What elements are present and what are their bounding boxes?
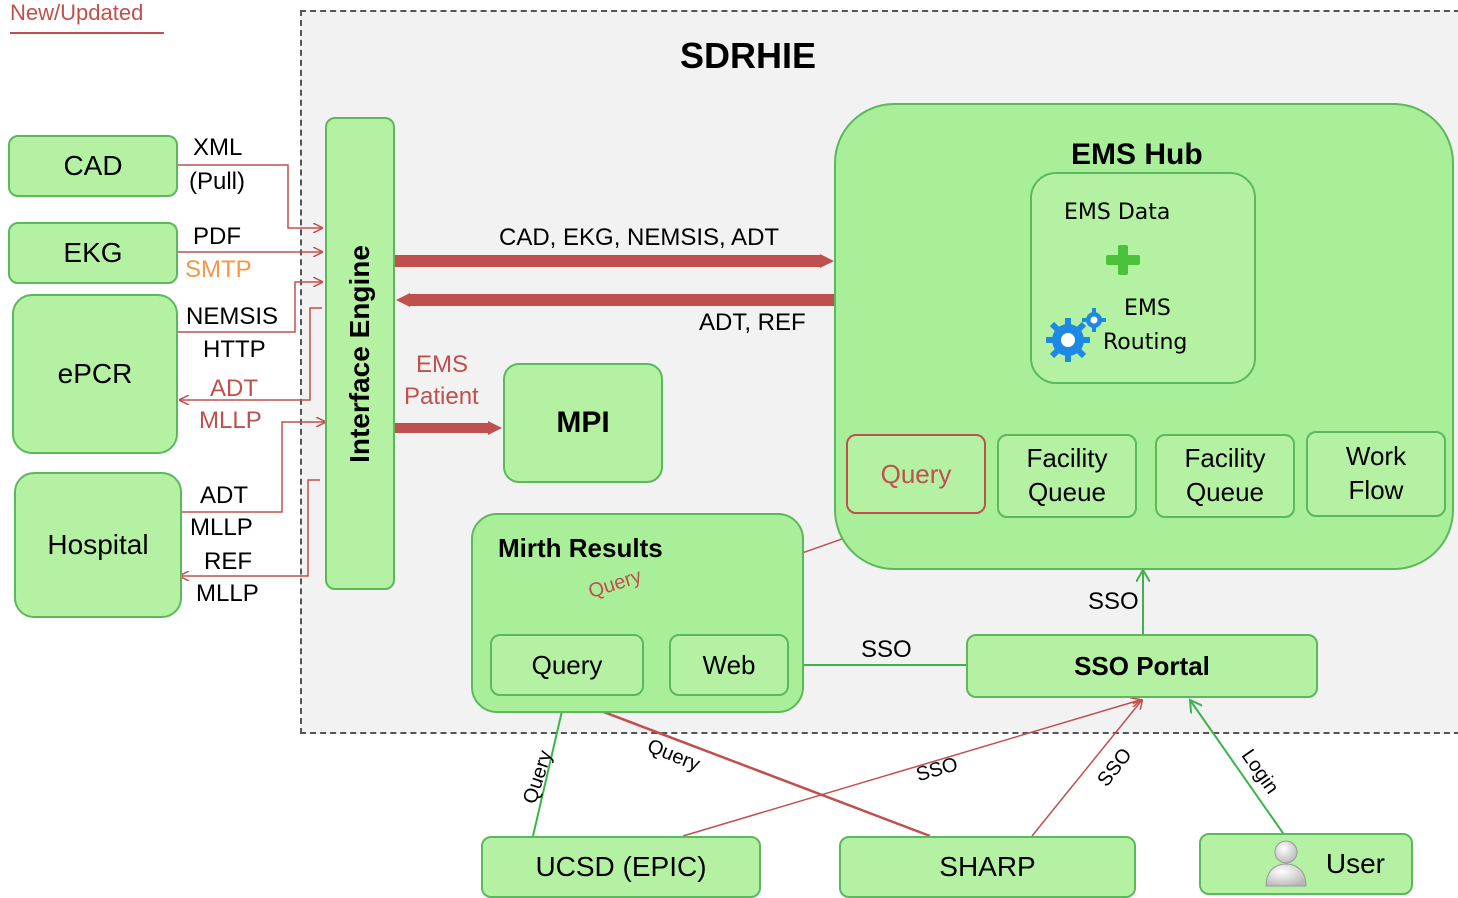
ems-patient-label-1: EMS bbox=[416, 351, 469, 378]
facility-queue-2-box[interactable]: Facility Queue bbox=[1155, 434, 1295, 518]
ems-routing-label-2: Routing bbox=[1103, 330, 1188, 355]
interface-engine-label: Interface Engine bbox=[344, 244, 375, 463]
portal-to-web-sso-label: SSO bbox=[861, 636, 912, 663]
epcr-label: ePCR bbox=[57, 358, 133, 389]
cad-box[interactable]: CAD bbox=[8, 135, 178, 197]
sharp-box[interactable]: SHARP bbox=[839, 836, 1136, 898]
xml-label: XML bbox=[193, 134, 243, 161]
work-flow-line-2: Flow bbox=[1348, 475, 1404, 505]
sso-portal-box[interactable]: SSO Portal bbox=[966, 634, 1318, 698]
hospital-box[interactable]: Hospital bbox=[14, 472, 182, 618]
ekg-box[interactable]: EKG bbox=[8, 222, 178, 284]
facility-queue-1-box[interactable]: Facility Queue bbox=[997, 434, 1137, 518]
ucsd-box[interactable]: UCSD (EPIC) bbox=[481, 836, 761, 898]
from-hub-label: ADT, REF bbox=[699, 309, 806, 336]
ref-hospital-label: REF bbox=[204, 548, 252, 575]
portal-to-hub-sso-label: SSO bbox=[1088, 588, 1139, 615]
ems-patient-label-2: Patient bbox=[404, 383, 479, 410]
mirth-query-label: Query bbox=[531, 649, 603, 680]
cad-label: CAD bbox=[63, 150, 123, 181]
adt-epcr-label: ADT bbox=[210, 375, 258, 402]
hub-query-box[interactable]: Query bbox=[846, 434, 986, 514]
ie-to-epcr-connector bbox=[180, 307, 322, 400]
plus-icon bbox=[1106, 245, 1140, 275]
mpi-label: MPI bbox=[556, 406, 610, 439]
ems-hub-title: EMS Hub bbox=[1071, 138, 1203, 171]
smtp-label: SMTP bbox=[185, 256, 252, 283]
mllp-epcr-label: MLLP bbox=[199, 407, 262, 434]
facility-queue-1-line-2: Queue bbox=[1027, 477, 1107, 507]
ekg-label: EKG bbox=[63, 237, 123, 268]
pdf-label: PDF bbox=[193, 223, 241, 250]
facility-queue-2-line-2: Queue bbox=[1185, 477, 1265, 507]
mllp-hospital-label-1: MLLP bbox=[190, 514, 253, 541]
to-hub-label: CAD, EKG, NEMSIS, ADT bbox=[499, 224, 780, 251]
user-box[interactable]: User bbox=[1199, 833, 1413, 895]
epcr-connector bbox=[178, 282, 322, 333]
hospital-connector bbox=[182, 422, 325, 513]
sharp-query-line bbox=[567, 698, 931, 838]
facility-queue-2-line-1: Facility bbox=[1184, 443, 1266, 474]
legend-line bbox=[10, 32, 164, 34]
cad-connector bbox=[178, 164, 322, 228]
hospital-label: Hospital bbox=[47, 529, 149, 560]
hub-query-label: Query bbox=[880, 458, 952, 489]
mirth-web-label: Web bbox=[702, 649, 756, 680]
ie-to-hospital-connector bbox=[180, 479, 320, 576]
mirth-query-box[interactable]: Query bbox=[490, 634, 644, 696]
mirth-results-title: Mirth Results bbox=[498, 533, 663, 563]
sso-portal-label: SSO Portal bbox=[1074, 650, 1210, 681]
sdrhie-title: SDRHIE bbox=[680, 35, 817, 76]
mpi-box[interactable]: MPI bbox=[503, 363, 663, 483]
mllp-hospital-label-2: MLLP bbox=[196, 580, 259, 607]
epcr-box[interactable]: ePCR bbox=[12, 294, 178, 454]
sharp-label: SHARP bbox=[939, 851, 1036, 882]
legend-label: New/Updated bbox=[10, 0, 144, 25]
interface-engine-box[interactable]: Interface Engine bbox=[325, 117, 395, 590]
pull-label: (Pull) bbox=[189, 168, 246, 195]
sharp-sso-line bbox=[1031, 700, 1142, 837]
ucsd-sso-line bbox=[682, 700, 1140, 837]
nemsis-label: NEMSIS bbox=[186, 303, 279, 330]
user-label: User bbox=[1325, 848, 1385, 879]
mirth-web-box[interactable]: Web bbox=[669, 634, 789, 696]
http-label: HTTP bbox=[203, 336, 266, 363]
work-flow-line-1: Work bbox=[1345, 441, 1407, 472]
ucsd-label: UCSD (EPIC) bbox=[535, 851, 707, 882]
user-icon bbox=[1265, 840, 1307, 887]
ems-data-label: EMS Data bbox=[1064, 200, 1171, 225]
ucsd-query-line bbox=[532, 698, 565, 837]
user-login-line bbox=[1190, 700, 1286, 837]
work-flow-box[interactable]: Work Flow bbox=[1306, 431, 1446, 517]
gears-icon bbox=[1046, 308, 1106, 362]
facility-queue-1-line-1: Facility bbox=[1026, 443, 1108, 474]
adt-hospital-label: ADT bbox=[200, 482, 248, 509]
ems-routing-label-1: EMS bbox=[1124, 296, 1171, 321]
